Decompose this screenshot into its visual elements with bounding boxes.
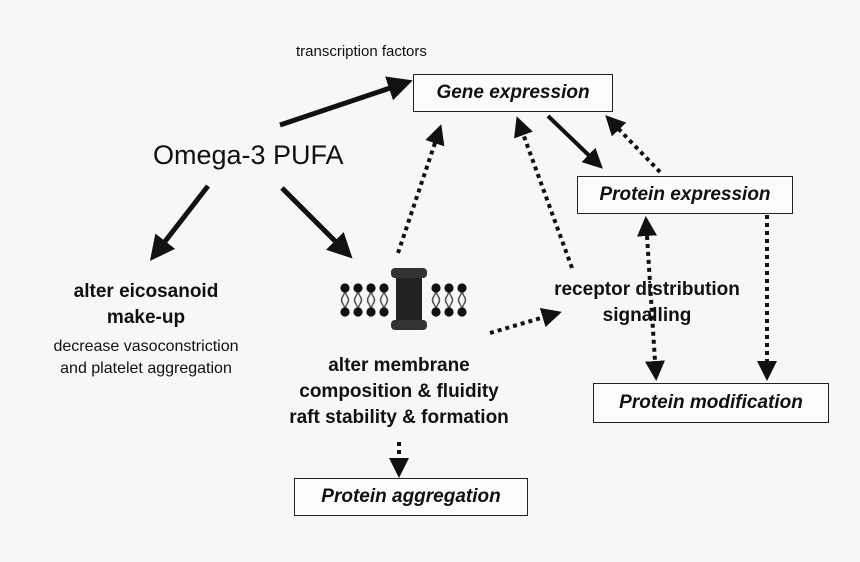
membrane-line-2: composition & fluidity [299, 381, 499, 402]
receptor-line-2: signalling [602, 305, 692, 326]
eicosanoid-effect-detail: decrease vasoconstriction and platelet a… [10, 336, 282, 380]
protein-aggregation-box: Protein aggregation [294, 478, 528, 516]
lipid-bilayer-with-protein-icon [340, 268, 467, 330]
arrow-protein-expression-to-gene [605, 115, 662, 174]
eicosanoid-effect-title: alter eicosanoid make-up [20, 279, 272, 331]
arrow-receptor-protein-expression-modification [637, 216, 665, 381]
eicosanoid-line-1: alter eicosanoid [73, 281, 219, 302]
arrow-pufa-to-gene [279, 76, 413, 128]
arrow-membrane-to-receptor [489, 307, 562, 335]
transcription-factors-label: transcription factors [296, 43, 427, 60]
eicosanoid-line-4: and platelet aggregation [60, 360, 232, 377]
membrane-line-3: raft stability & formation [289, 407, 509, 428]
arrow-membrane-to-gene [396, 124, 445, 254]
omega-3-pufa-label: Omega-3 PUFA [153, 140, 344, 170]
arrow-pufa-to-membrane [280, 186, 353, 259]
arrow-gene-to-protein-expression [546, 114, 603, 169]
membrane-effect-text: alter membrane composition & fluidity ra… [264, 353, 534, 431]
receptor-line-1: receptor distribution [554, 279, 740, 300]
arrow-pufa-to-eicosanoid [149, 184, 210, 261]
receptor-effect-text: receptor distribution signalling [532, 277, 762, 329]
protein-modification-box: Protein modification [593, 383, 829, 423]
gene-expression-box: Gene expression [413, 74, 613, 112]
eicosanoid-line-2: make-up [106, 307, 186, 328]
membrane-line-1: alter membrane [328, 355, 470, 376]
protein-expression-box: Protein expression [577, 176, 793, 214]
eicosanoid-line-3: decrease vasoconstriction [53, 338, 239, 355]
arrow-receptor-to-gene [514, 116, 574, 269]
